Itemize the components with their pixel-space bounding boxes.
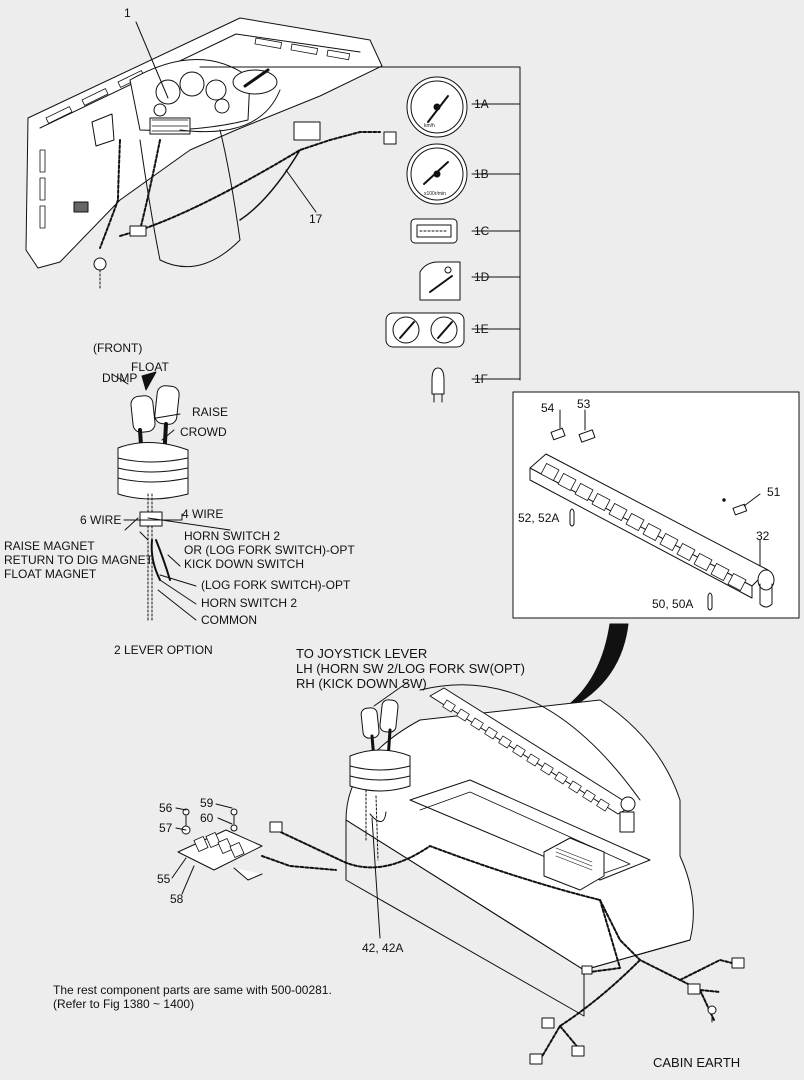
label-log-fork-switch-option: OR (LOG FORK SWITCH)-OPT bbox=[184, 543, 355, 557]
callout-1a: 1A bbox=[474, 97, 489, 111]
label-crowd: CROWD bbox=[180, 425, 227, 439]
callout-51: 51 bbox=[767, 485, 781, 499]
label-raise-magnet: RAISE MAGNET bbox=[4, 539, 95, 553]
detail-box bbox=[512, 391, 800, 619]
callout-42-42a: 42, 42A bbox=[362, 941, 404, 955]
callout-50-50a: 50, 50A bbox=[652, 597, 694, 611]
tachometer-unit: x100r/min bbox=[424, 191, 446, 197]
label-joystick-lh: LH (HORN SW 2/LOG FORK SW(OPT) bbox=[296, 661, 525, 676]
switch-panel-detail bbox=[529, 409, 775, 611]
speedometer-unit: km/h bbox=[424, 123, 435, 129]
gauge-tachometer-icon bbox=[406, 143, 468, 205]
note-line-1: The rest component parts are same with 5… bbox=[53, 983, 332, 997]
label-log-fork-switch: (LOG FORK SWITCH)-OPT bbox=[201, 578, 351, 592]
fuel-gauge-icon bbox=[419, 261, 461, 301]
dashboard-illustration bbox=[25, 17, 397, 291]
cab-illustration bbox=[171, 681, 745, 1065]
label-4-wire: 4 WIRE bbox=[182, 507, 224, 521]
label-front: (FRONT) bbox=[93, 341, 143, 355]
label-return-to-dig-magnet: RETURN TO DIG MAGNET bbox=[4, 553, 153, 567]
label-2-lever-option: 2 LEVER OPTION bbox=[114, 643, 213, 657]
callout-1c: 1C bbox=[474, 224, 490, 238]
callout-1b: 1B bbox=[474, 167, 489, 181]
label-common: COMMON bbox=[201, 613, 257, 627]
label-cabin-earth: CABIN EARTH bbox=[653, 1055, 741, 1070]
callout-58: 58 bbox=[170, 892, 184, 906]
callout-55: 55 bbox=[157, 872, 171, 886]
callout-52-52a: 52, 52A bbox=[518, 511, 560, 525]
label-6-wire: 6 WIRE bbox=[80, 513, 122, 527]
callout-59: 59 bbox=[200, 796, 214, 810]
label-float-magnet: FLOAT MAGNET bbox=[4, 567, 97, 581]
gauge-bracket bbox=[199, 66, 521, 381]
callout-17: 17 bbox=[309, 212, 323, 226]
callout-1: 1 bbox=[124, 6, 131, 20]
label-dump: DUMP bbox=[102, 371, 138, 385]
callout-1d: 1D bbox=[474, 270, 490, 284]
hour-meter-icon bbox=[410, 218, 458, 244]
label-kick-down-switch: KICK DOWN SWITCH bbox=[184, 557, 304, 571]
dual-gauge-icon bbox=[385, 312, 465, 348]
callout-32: 32 bbox=[756, 529, 770, 543]
callout-1f: 1F bbox=[474, 372, 489, 386]
callout-54: 54 bbox=[541, 401, 555, 415]
callout-1e: 1E bbox=[474, 322, 489, 336]
label-joystick-rh: RH (KICK DOWN SW) bbox=[296, 676, 427, 691]
gauge-speedometer-icon bbox=[406, 76, 468, 138]
joystick-leaders bbox=[123, 413, 231, 621]
label-float: FLOAT bbox=[131, 360, 169, 374]
joystick-illustration bbox=[111, 371, 189, 621]
note-line-2: (Refer to Fig 1380 ~ 1400) bbox=[53, 997, 195, 1011]
callout-57: 57 bbox=[159, 821, 173, 835]
callout-56: 56 bbox=[159, 801, 173, 815]
label-horn-switch-2-option: HORN SWITCH 2 bbox=[184, 529, 280, 543]
callout-53: 53 bbox=[577, 397, 591, 411]
label-raise: RAISE bbox=[192, 405, 229, 419]
label-to-joystick-lever: TO JOYSTICK LEVER bbox=[296, 646, 428, 661]
callout-60: 60 bbox=[200, 811, 214, 825]
bulb-icon bbox=[431, 367, 445, 403]
label-horn-switch-2: HORN SWITCH 2 bbox=[201, 596, 297, 610]
